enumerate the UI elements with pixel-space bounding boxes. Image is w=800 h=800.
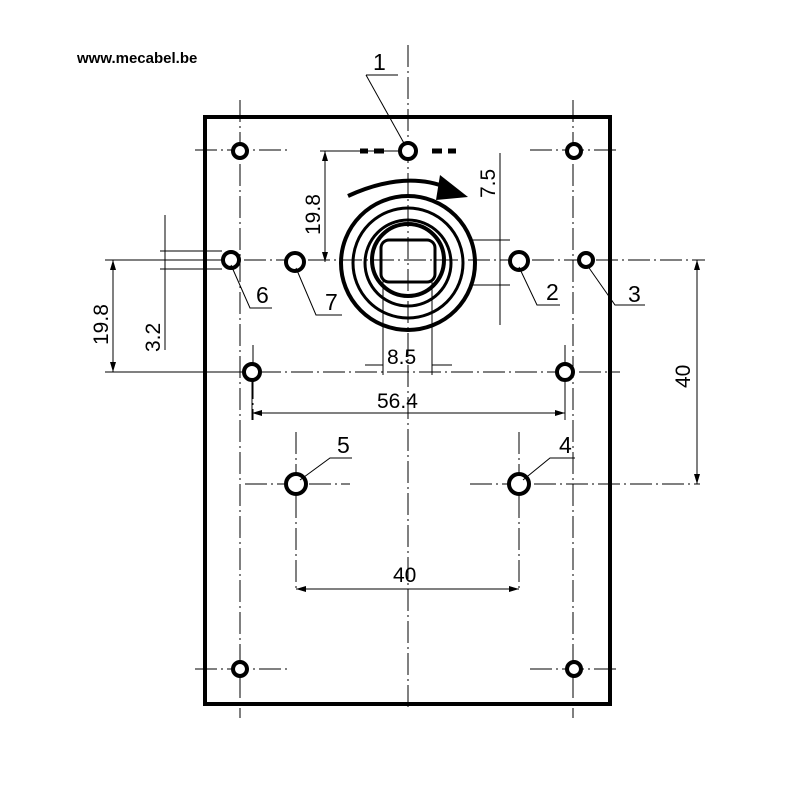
- hole-2: [508, 250, 530, 272]
- callout-2: 2: [546, 279, 559, 305]
- shaft-dimension-lines: [365, 280, 452, 375]
- hole-1: [398, 141, 418, 161]
- hole-bottom-right: [565, 660, 583, 678]
- rotation-arrow: [347, 175, 468, 200]
- hole-5: [284, 472, 308, 496]
- leader-lines: [230, 74, 645, 481]
- callout-4: 4: [559, 432, 572, 458]
- hole-mid-left: [242, 362, 262, 382]
- center-lines: [180, 45, 705, 718]
- hole-3: [577, 251, 595, 269]
- hole-7: [284, 251, 306, 273]
- dim-40-horizontal: 40: [393, 564, 416, 587]
- callout-7: 7: [325, 289, 338, 315]
- callout-1: 1: [373, 49, 386, 75]
- dimension-arrowheads: [110, 151, 700, 592]
- dim-19-8-lower: 19.8: [90, 304, 113, 345]
- callout-5: 5: [337, 432, 350, 458]
- dim-3-2: 3.2: [142, 323, 165, 352]
- dim-8-5: 8.5: [387, 346, 416, 369]
- dim-56-4: 56.4: [377, 390, 418, 413]
- callout-6: 6: [256, 282, 269, 308]
- hole-top-right: [565, 142, 583, 160]
- dim-40-vertical: 40: [672, 365, 695, 388]
- gearbox-hub: [339, 194, 477, 332]
- callout-3: 3: [628, 281, 641, 307]
- website-label[interactable]: www.mecabel.be: [77, 50, 198, 67]
- dim-7-5: 7.5: [477, 169, 500, 198]
- hole-bottom-left: [231, 660, 249, 678]
- hole-mid-right: [555, 362, 575, 382]
- dim-19-8-upper: 19.8: [302, 194, 325, 235]
- hole-top-left: [231, 142, 249, 160]
- dimension-lines: [105, 150, 698, 590]
